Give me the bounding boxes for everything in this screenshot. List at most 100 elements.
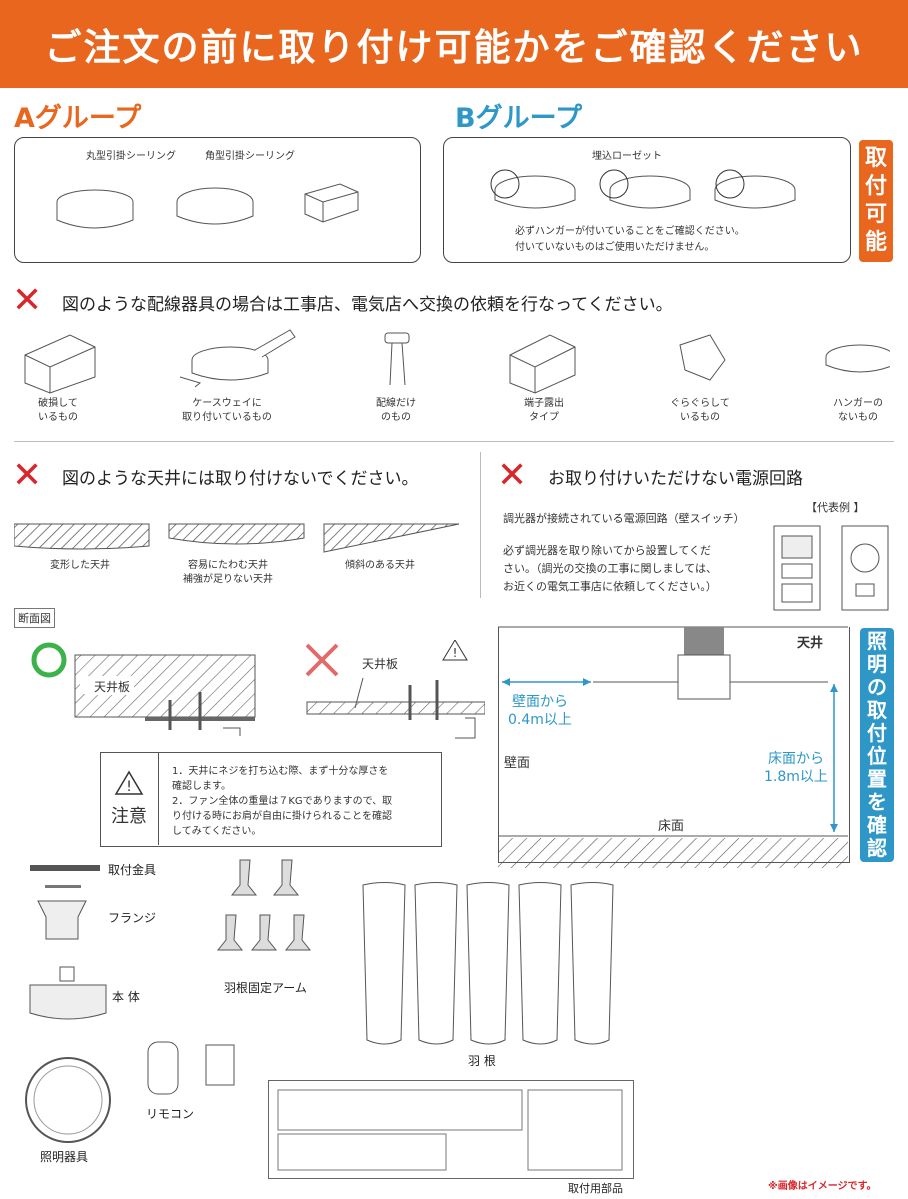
caution-header: ! 注意 xyxy=(100,752,159,845)
can-install-char: 可 xyxy=(864,202,887,227)
svg-text:!: ! xyxy=(453,646,458,660)
wall-distance-line2: 0.4m以上 xyxy=(508,712,572,728)
wiring-heading: 図のような配線器具の場合は工事店、電気店へ交換の依頼を行なってください。 xyxy=(62,295,673,315)
wiring-item-5-line2: いるもの xyxy=(680,412,720,423)
caution-line2: 確認します。 xyxy=(172,781,231,792)
group-b-panel xyxy=(443,137,851,263)
part-hardware-label: 取付用部品 xyxy=(568,1182,623,1195)
group-b-item-label: 埋込ローゼット xyxy=(592,151,662,162)
position-char: 付 xyxy=(867,721,887,745)
wiring-item-1-line1: 破損して xyxy=(38,398,78,409)
wiring-illustrations xyxy=(24,329,890,394)
hardware-illustration xyxy=(277,1089,623,1171)
wiring-item-6-line1: ハンガーの xyxy=(833,398,883,409)
wiring-item-1: 破損しているもの xyxy=(18,397,98,425)
group-a-item-2-label: 角型引掛シーリング xyxy=(205,151,295,162)
wiring-item-5: ぐらぐらしているもの xyxy=(660,397,740,425)
install-position-label: 照 明 の 取 付 位 置 を 確 認 xyxy=(860,628,894,862)
can-install-char: 能 xyxy=(864,230,887,255)
wiring-item-4: 端子露出タイプ xyxy=(504,397,584,425)
arms-illustration xyxy=(216,859,312,951)
power-text-line3: お近くの電気工事店に依頼してください。） xyxy=(503,580,717,593)
part-bracket-label: 取付金具 xyxy=(108,863,157,877)
power-text-line2: さい。（調光の交換の工事に関しましては、 xyxy=(503,562,717,575)
floor-distance-line1: 床面から xyxy=(767,751,824,767)
caution-line3: 2．ファン全体の重量は７KGでありますので、取 xyxy=(172,796,393,807)
example-label: 【代表例 】 xyxy=(806,501,865,514)
can-install-char: 付 xyxy=(864,174,887,199)
wiring-item-4-line2: タイプ xyxy=(529,412,559,423)
part-body-label: 本 体 xyxy=(112,990,140,1004)
floor-distance-line2: 1.8m以上 xyxy=(764,769,828,785)
wiring-item-4-line1: 端子露出 xyxy=(524,398,564,409)
divider xyxy=(14,441,894,442)
parts-illustrations-left xyxy=(25,865,235,1143)
group-a-panel xyxy=(14,137,421,263)
group-a-item-1-label: 丸型引掛シーリング xyxy=(86,151,176,162)
blades-illustration xyxy=(362,882,614,1045)
position-char: の xyxy=(867,675,887,699)
position-char: 取 xyxy=(867,698,887,722)
can-install-label: 取 付 可 能 xyxy=(859,140,893,262)
ceiling-label: 天井 xyxy=(797,636,824,651)
divider-vertical xyxy=(480,452,481,598)
ceiling-board-label-2: 天井板 xyxy=(362,657,399,671)
ceiling-board-label: 天井板 xyxy=(94,678,131,695)
position-char: 位 xyxy=(867,744,887,768)
group-b-title: Bグループ xyxy=(455,103,582,134)
part-flange-label: フランジ xyxy=(108,911,157,925)
caution-text: 1．天井にネジを打ち込む際、まず十分な厚さを 確認します。 2．ファン全体の重量… xyxy=(172,764,392,839)
dimmer-switch-illustrations xyxy=(773,525,889,611)
wiring-item-3-line2: のもの xyxy=(381,412,411,423)
warning-icon: ! xyxy=(114,770,144,795)
position-char: 確 xyxy=(867,813,887,837)
power-heading: お取り付けいただけない電源回路 xyxy=(548,469,803,489)
floor-distance: 床面から 1.8m以上 xyxy=(764,750,828,786)
floor-label: 床面 xyxy=(658,819,685,834)
ceiling-item-3-line1: 傾斜のある天井 xyxy=(345,560,415,571)
image-footnote: ※画像はイメージです。 xyxy=(768,1181,877,1192)
wiring-item-5-line1: ぐらぐらして xyxy=(670,398,730,409)
caution-box xyxy=(100,752,442,847)
power-text-line1: 必ず調光器を取り除いてから設置してくだ xyxy=(503,544,712,557)
ceiling-item-1-line1: 変形した天井 xyxy=(50,560,110,571)
position-char: を xyxy=(867,790,887,814)
part-light-label: 照明器具 xyxy=(40,1150,89,1164)
part-blades-label: 羽 根 xyxy=(468,1054,496,1068)
position-char: 置 xyxy=(867,767,887,791)
wiring-item-2: ケースウェイに取り付いているもの xyxy=(172,397,282,425)
ceiling-item-3: 傾斜のある天井 xyxy=(330,559,430,573)
ceiling-item-2-line2: 補強が足りない天井 xyxy=(183,574,273,585)
cross-icon: ✕ xyxy=(12,455,43,496)
svg-text:!: ! xyxy=(126,779,132,795)
wiring-item-6: ハンガーのないもの xyxy=(818,397,898,425)
wall-distance-line1: 壁面から xyxy=(511,694,568,710)
position-diagram-graphic xyxy=(498,626,848,868)
position-char: 照 xyxy=(867,629,887,653)
caution-line1: 1．天井にネジを打ち込む際、まず十分な厚さを xyxy=(172,766,389,777)
group-b-note-line2: 付いていないものはご使用いただけません。 xyxy=(515,242,715,253)
wiring-item-3-line1: 配線だけ xyxy=(376,398,416,409)
caution-line5: してみてください。 xyxy=(172,826,262,837)
position-char: 認 xyxy=(867,836,887,860)
group-b-note-line1: 必ずハンガーが付いていることをご確認ください。 xyxy=(515,226,745,237)
rosette-illustrations-b xyxy=(490,169,796,209)
cross-section-label: 断面図 xyxy=(14,608,55,628)
wiring-item-2-line2: 取り付いているもの xyxy=(182,412,272,423)
ceiling-fixture-illustrations-a xyxy=(56,183,359,229)
wiring-item-2-line1: ケースウェイに xyxy=(192,398,262,409)
ceiling-item-2: 容易にたわむ天井補強が足りない天井 xyxy=(173,559,283,587)
wall-label: 壁面 xyxy=(504,756,531,771)
caution-title: 注意 xyxy=(111,805,147,827)
cross-icon: ✕ xyxy=(12,280,43,321)
cross-icon: ✕ xyxy=(497,455,528,496)
power-sub: 調光器が接続されている電源回路（壁スイッチ） xyxy=(503,512,745,525)
wiring-item-6-line2: ないもの xyxy=(838,412,878,423)
power-text: 必ず調光器を取り除いてから設置してくだ さい。（調光の交換の工事に関しましては、… xyxy=(503,542,717,596)
group-a-title: Aグループ xyxy=(14,103,142,134)
can-install-char: 取 xyxy=(864,146,887,171)
caution-line4: り付ける時にお肩が自由に掛けられることを確認 xyxy=(172,811,392,822)
page-title-banner: ご注文の前に取り付け可能かをご確認ください xyxy=(0,0,908,88)
hardware-box xyxy=(268,1080,634,1179)
position-char: 明 xyxy=(867,652,887,676)
